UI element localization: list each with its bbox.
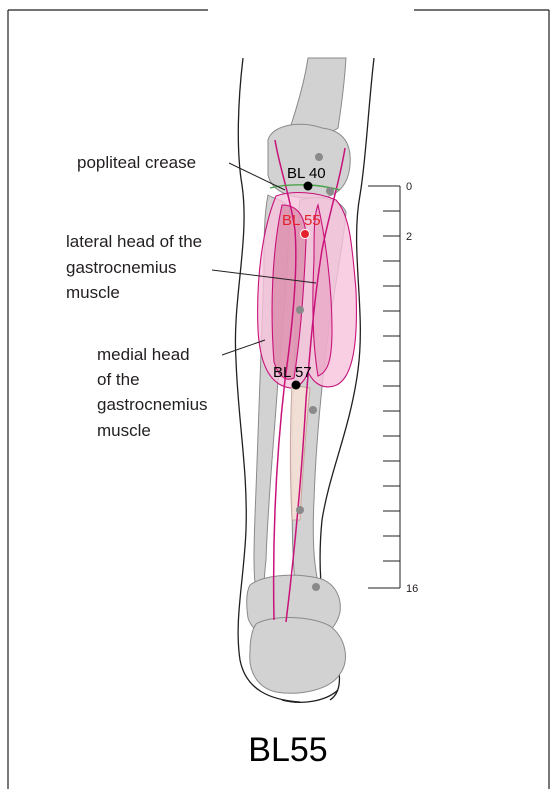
reference-dot: [309, 406, 317, 414]
cun-scale: [368, 186, 400, 588]
bl55-point: [301, 230, 310, 239]
bl57-label: BL 57: [273, 364, 312, 381]
bl57-point: [292, 381, 301, 390]
scale-label-mid: 2: [406, 231, 412, 243]
reference-dot: [296, 506, 304, 514]
medial-head-label-line3: gastrocnemius: [97, 395, 208, 414]
medial-head-label-line1: medial head: [97, 345, 190, 364]
lateral-head-label-line3: muscle: [66, 283, 120, 302]
reference-dot: [315, 153, 323, 161]
scale-label-top: 0: [406, 181, 412, 193]
bl40-label: BL 40: [287, 165, 326, 182]
popliteal-crease-label: popliteal crease: [77, 153, 196, 172]
bl40-point: [304, 182, 313, 191]
scale-label-bottom: 16: [406, 583, 418, 595]
reference-dot: [296, 306, 304, 314]
reference-dot: [326, 187, 334, 195]
lateral-head-label-line1: lateral head of the: [66, 232, 202, 251]
reference-dot: [312, 583, 320, 591]
femur: [290, 58, 346, 133]
medial-head-label-line4: muscle: [97, 421, 151, 440]
medial-head-label-line2: of the: [97, 370, 140, 389]
diagram-title: BL55: [248, 731, 327, 769]
bl55-label: BL 55: [282, 212, 321, 229]
heel-bone: [250, 617, 346, 693]
lateral-head-label-line2: gastrocnemius: [66, 258, 177, 277]
